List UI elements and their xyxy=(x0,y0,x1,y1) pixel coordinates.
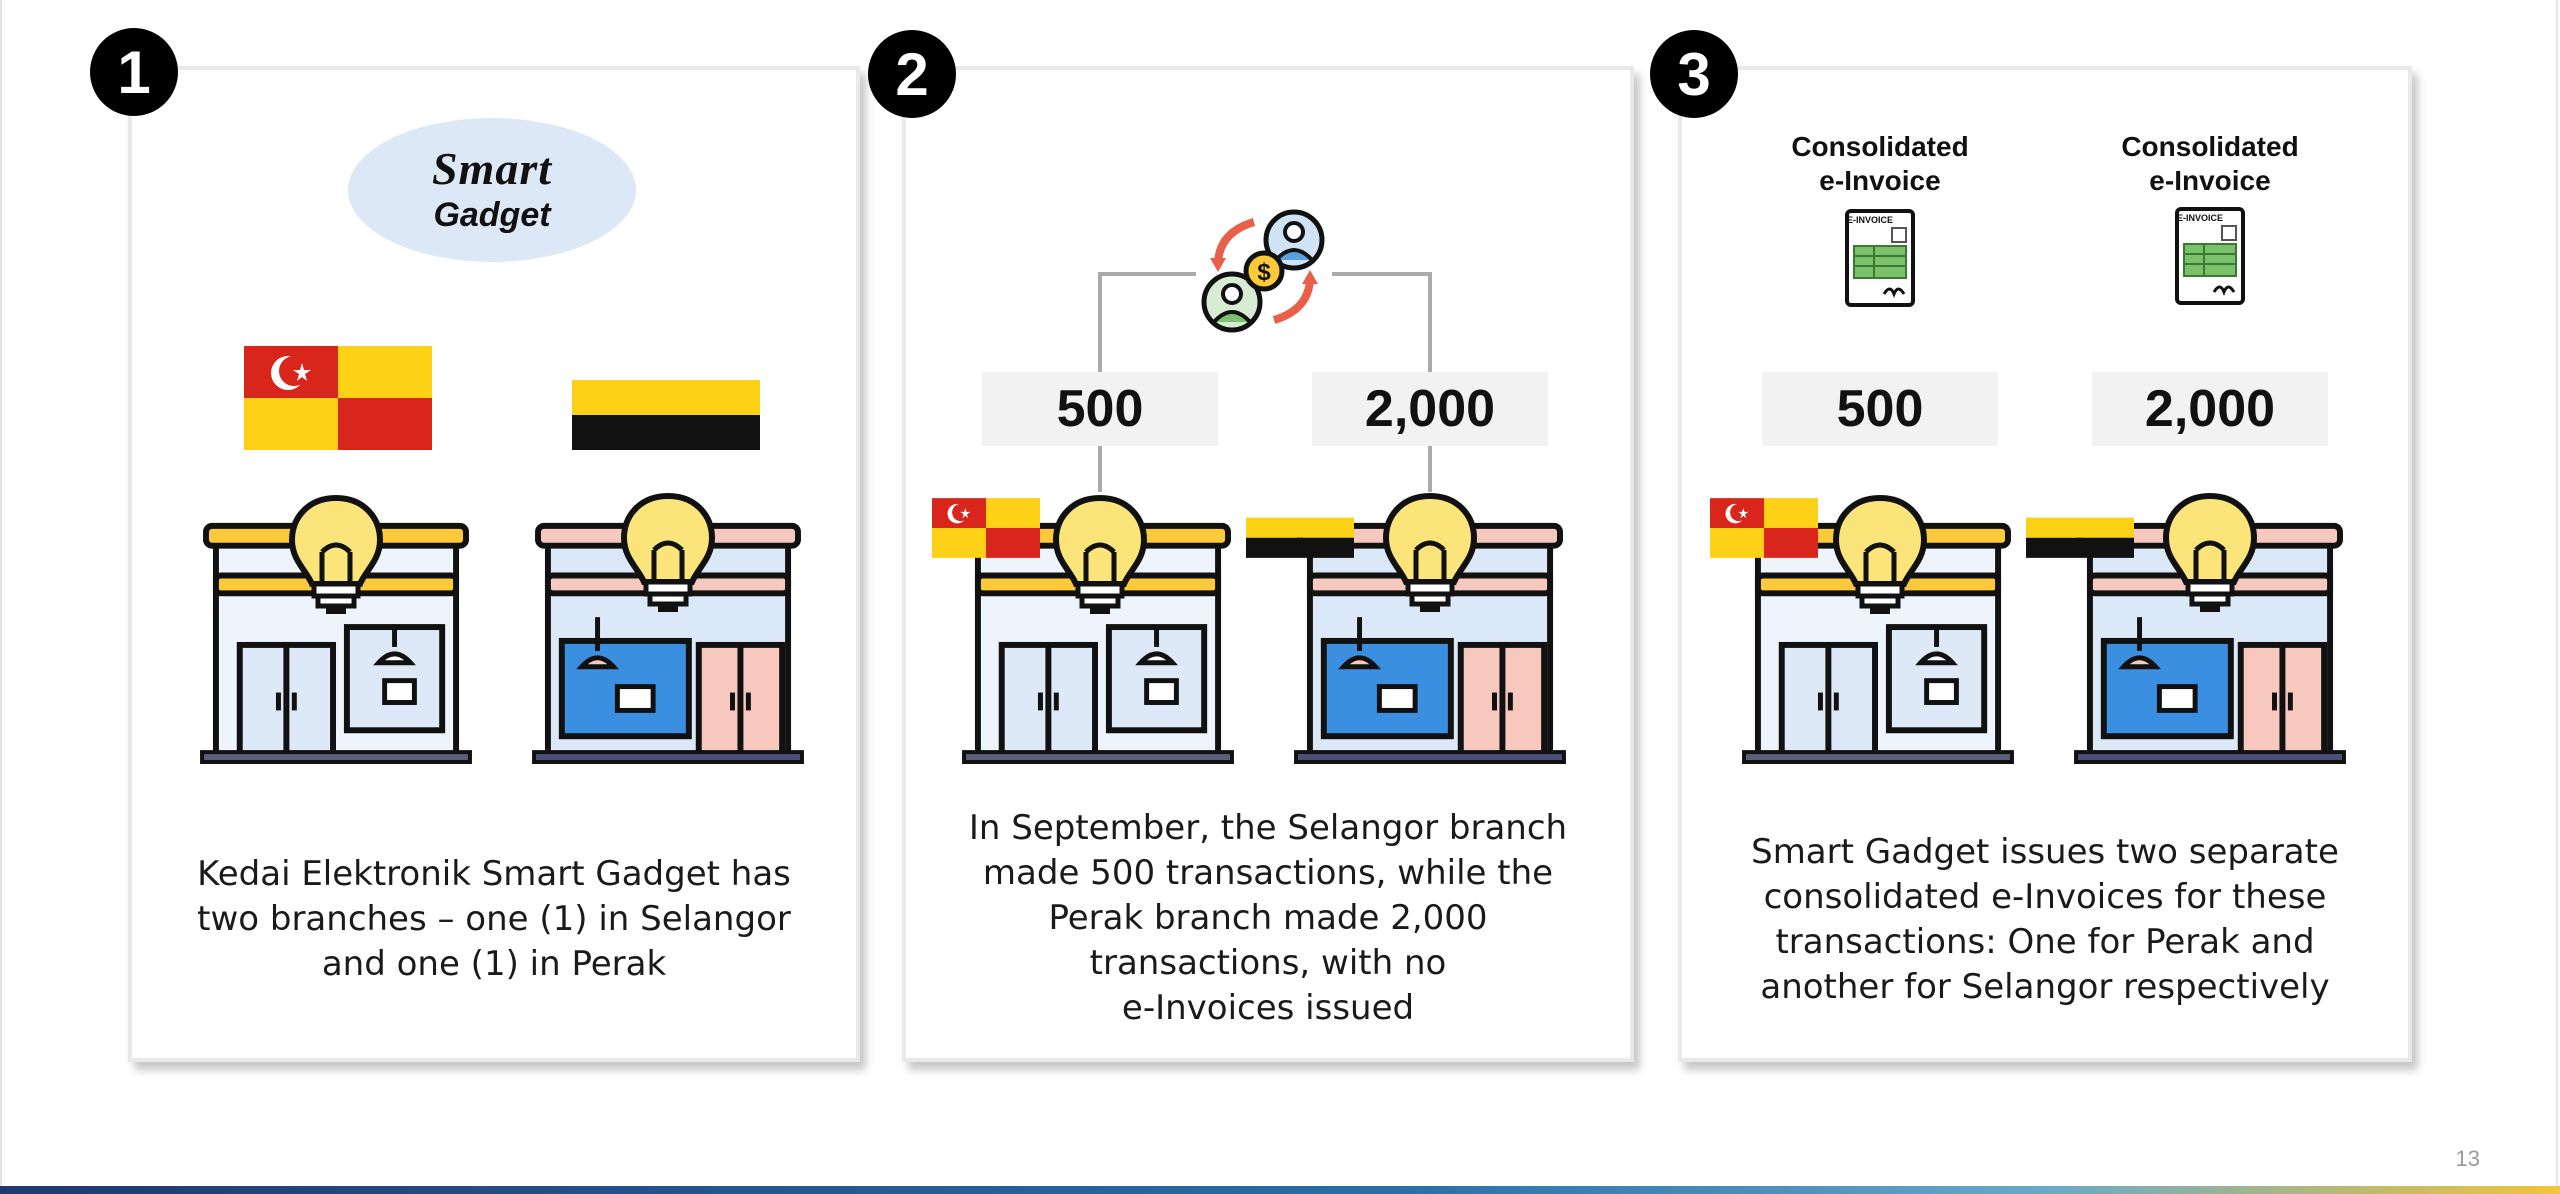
selangor-transaction-count: 500 xyxy=(1762,372,1998,446)
selangor-flag-icon xyxy=(1710,498,1818,558)
caption-line: Smart Gadget issues two separate xyxy=(1751,832,2339,872)
invoice-label-line: Consolidated xyxy=(1791,131,1969,162)
slide-left-border xyxy=(0,0,2,1186)
panel-1-caption: Kedai Elektronik Smart Gadget has two br… xyxy=(128,852,860,987)
consolidated-invoice-label-perak: Consolidated e-Invoice xyxy=(2090,130,2330,198)
step-number-2: 2 xyxy=(868,30,956,118)
caption-line: In September, the Selangor branch xyxy=(968,808,1568,848)
caption-line: e-Invoices issued xyxy=(1121,988,1415,1028)
e-invoice-document-icon xyxy=(1844,208,1916,308)
invoice-label-line: e-Invoice xyxy=(1819,165,1941,196)
caption-line: consolidated e-Invoices for these xyxy=(1763,877,2327,917)
perak-flag-icon xyxy=(2026,498,2134,558)
caption-line: made 500 transactions, while the xyxy=(982,853,1554,893)
lightbulb-icon xyxy=(2160,492,2260,616)
logo-line-2: Gadget xyxy=(433,196,551,234)
smart-gadget-logo: Smart Gadget xyxy=(348,118,636,262)
caption-line: and one (1) in Perak xyxy=(321,944,667,984)
caption-line: transactions: One for Perak and xyxy=(1775,922,2315,962)
caption-line: Kedai Elektronik Smart Gadget has xyxy=(197,854,791,894)
logo-line-1: Smart xyxy=(431,143,553,194)
slide-right-border xyxy=(2556,0,2558,1186)
perak-transaction-count: 2,000 xyxy=(1312,372,1548,446)
selangor-transaction-count: 500 xyxy=(982,372,1218,446)
consolidated-invoice-label-selangor: Consolidated e-Invoice xyxy=(1760,130,2000,198)
perak-transaction-count: 2,000 xyxy=(2092,372,2328,446)
caption-line: transactions, with no xyxy=(1089,943,1447,983)
footer-accent-bar xyxy=(0,1186,2560,1194)
panel-2-caption: In September, the Selangor branch made 5… xyxy=(902,806,1634,1031)
caption-line: two branches – one (1) in Selangor xyxy=(197,899,791,939)
money-exchange-icon xyxy=(1196,208,1336,336)
page-number: 13 xyxy=(2455,1146,2480,1171)
invoice-label-line: Consolidated xyxy=(2121,131,2299,162)
perak-flag-icon xyxy=(1246,498,1354,558)
e-invoice-document-icon xyxy=(2174,206,2246,306)
caption-line: Perak branch made 2,000 xyxy=(1048,898,1488,938)
invoice-label-line: e-Invoice xyxy=(2149,165,2271,196)
lightbulb-icon xyxy=(1050,494,1150,618)
caption-line: another for Selangor respectively xyxy=(1760,967,2330,1007)
step-number-3: 3 xyxy=(1650,30,1738,118)
step-number-1: 1 xyxy=(90,28,178,116)
selangor-flag-icon xyxy=(932,498,1040,558)
panel-3-caption: Smart Gadget issues two separate consoli… xyxy=(1678,830,2412,1010)
lightbulb-icon xyxy=(1380,492,1480,616)
lightbulb-icon xyxy=(1830,494,1930,618)
